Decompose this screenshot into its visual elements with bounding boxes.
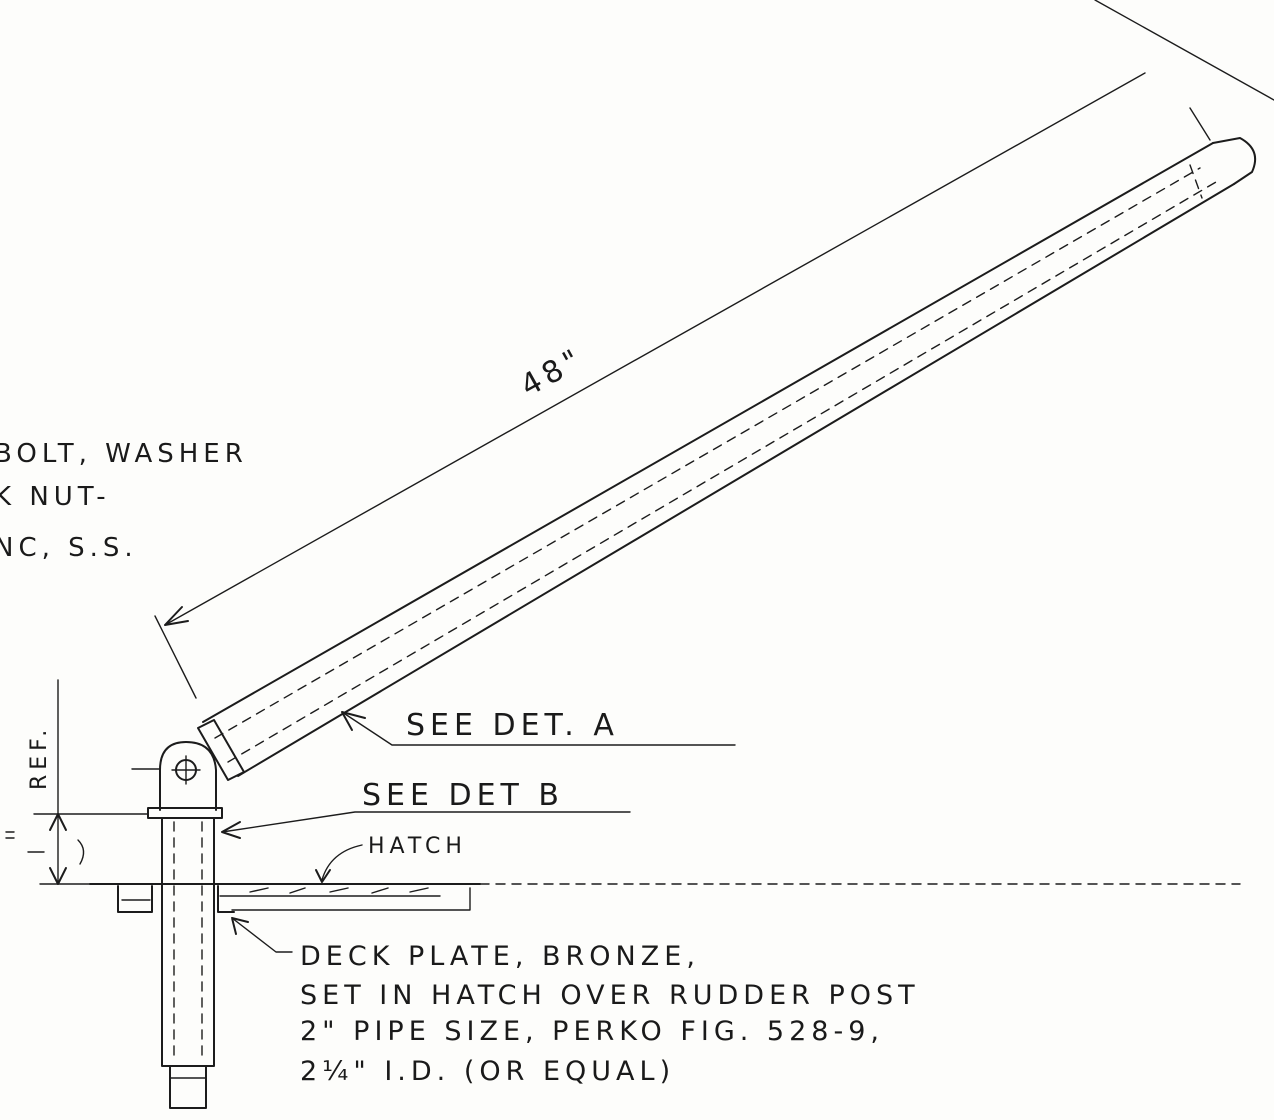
see-det-a-callout: [341, 711, 736, 746]
leader-arrow-icon: [221, 821, 241, 839]
note-bolt-line1: BOLT, WASHER: [0, 439, 248, 469]
leader-arrow-icon: [341, 711, 366, 731]
construction-line-top: [1094, 0, 1274, 101]
tiller-arm: [197, 137, 1256, 781]
deck-plate-leader: [231, 917, 293, 953]
see-det-b-label: SEE DET B: [362, 778, 564, 813]
leader-arrow-icon: [315, 869, 331, 883]
tiller-inner-dash-lower: [227, 181, 1217, 763]
dimension-48: [154, 0, 1274, 699]
note-bolt-line2: K NUT-: [0, 482, 111, 512]
deck-plate-note-line1: DECK PLATE, BRONZE,: [300, 941, 700, 972]
rudder-post-stub: [169, 1065, 207, 1109]
tiller-upper-edge: [202, 142, 1214, 723]
see-det-a-label: SEE DET. A: [406, 708, 619, 743]
deck-plate-right: [217, 885, 235, 913]
ref-equal-mark: [5, 831, 15, 839]
note-bolt-line3: NC, S.S.: [0, 533, 138, 563]
hatch-section: [219, 887, 471, 911]
tiller-inner-dash-upper: [214, 167, 1201, 739]
hatch-leader: [321, 844, 363, 881]
dimension-48-label: 48": [515, 341, 591, 404]
see-det-b-leader: [221, 811, 631, 833]
clevis: [159, 741, 217, 811]
dimension-extension-right: [1189, 107, 1211, 141]
rudder-post-tube: [161, 817, 215, 1067]
pin-crosshair: [171, 755, 201, 785]
leader-arrow-icon: [231, 917, 249, 935]
ref-label: REF.: [27, 725, 52, 790]
ref-arrow-icon: [49, 813, 67, 885]
rudder-post-head: [131, 741, 223, 819]
see-det-a-leader: [341, 711, 736, 746]
dimension-extension-left: [154, 615, 197, 699]
deck-plate-note-line2: SET IN HATCH OVER RUDDER POST: [300, 980, 920, 1011]
hatch-deck: [89, 883, 1241, 913]
deck-plate-left: [117, 885, 153, 913]
deck-plate-note-line3: 2" PIPE SIZE, PERKO FIG. 528-9,: [300, 1016, 884, 1047]
hatch-label: HATCH: [368, 834, 467, 859]
deck-plate-note-line4: 2¼" I.D. (OR EQUAL): [300, 1056, 675, 1087]
ref-value-mark: [77, 839, 85, 865]
hatch-hatching: [249, 887, 429, 894]
tiller-heel-ferrule: [197, 719, 245, 781]
tiller-lower-edge: [237, 183, 1235, 777]
dimension-line: [164, 72, 1146, 626]
rudder-post: [161, 817, 215, 1109]
tiller-cap-inner-dash: [1189, 164, 1203, 199]
dimension-arrow-icon: [164, 606, 189, 626]
ref-dimension: [5, 679, 149, 885]
tiller-end-cap: [1212, 137, 1256, 185]
see-det-b-callout: [221, 811, 631, 839]
